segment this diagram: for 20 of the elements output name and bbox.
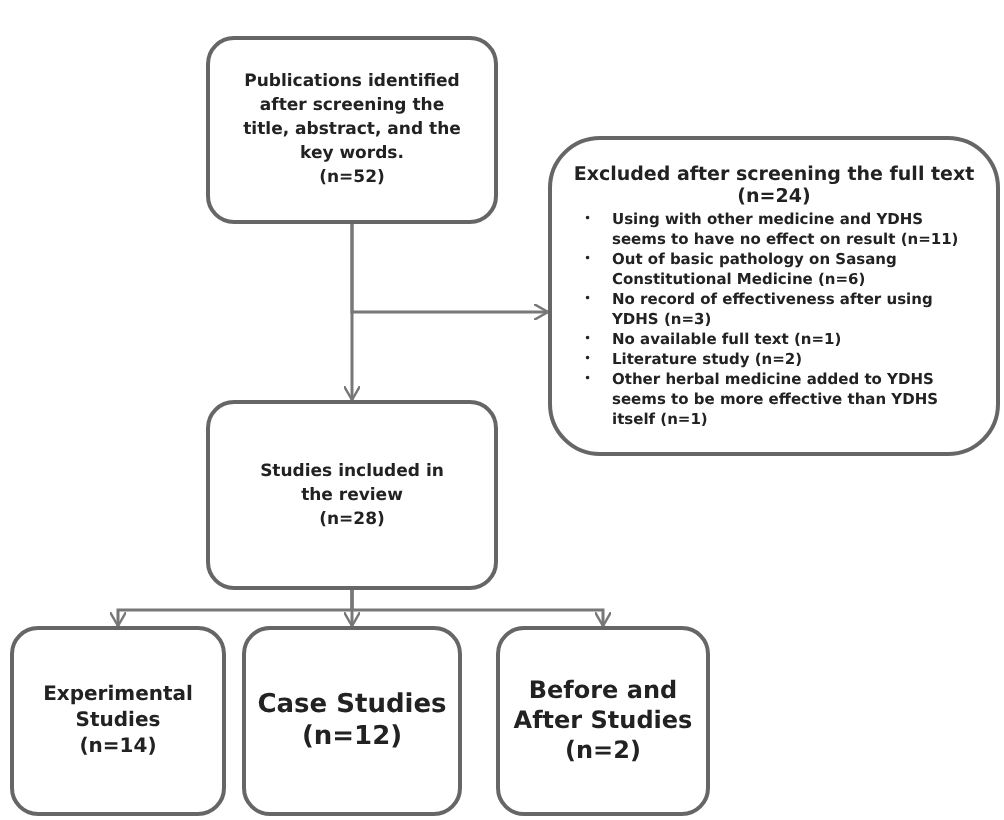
process-box	[496, 626, 710, 816]
box-count: (n=12)	[301, 721, 403, 753]
box-count: (n=24)	[737, 185, 811, 207]
process-box	[10, 626, 226, 816]
box-label: Case Studies	[257, 689, 447, 721]
process-box	[548, 136, 1000, 456]
box-label: Publications identified after screening the title, abstract, and the key words.	[241, 70, 463, 166]
box-label: Before and After Studies	[511, 676, 695, 736]
box-count: (n=14)	[79, 734, 157, 760]
box-count: (n=52)	[319, 166, 385, 190]
box-label: Studies included in the review	[258, 459, 446, 507]
process-box	[206, 36, 498, 224]
box-label: Experimental Studies	[41, 682, 195, 734]
process-box	[242, 626, 462, 816]
box-heading: Excluded after screening the full text	[573, 163, 975, 185]
box-count: (n=2)	[565, 736, 641, 766]
process-box	[206, 400, 498, 590]
arrow	[350, 590, 613, 628]
arrow	[350, 224, 550, 322]
box-count: (n=28)	[319, 507, 385, 531]
